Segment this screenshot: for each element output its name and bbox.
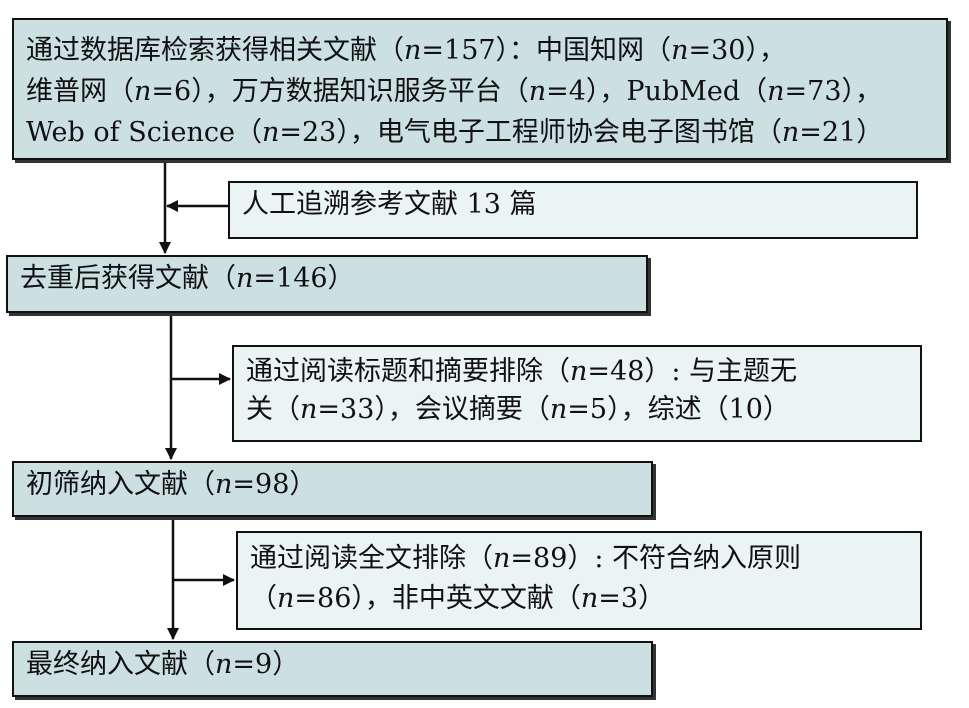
title-abstract-exclusion-box: 通过阅读标题和摘要排除（n=48）: 与主题无关（n=33），会议摘要（n=5）… <box>232 345 922 442</box>
variable-n: n <box>404 35 422 66</box>
text-segment: 初筛纳入文献（ <box>26 469 215 500</box>
text-segment: =23），电气电子工程师协会电子图书馆（ <box>279 117 782 148</box>
text-segment: =48）: 与主题无 <box>587 356 798 387</box>
text-segment: =33），会议摘要（ <box>317 394 550 425</box>
text-segment: 维普网（ <box>26 76 134 107</box>
box-text-line: 初筛纳入文献（n=98） <box>26 469 639 500</box>
box-text-line: 通过阅读标题和摘要排除（n=48）: 与主题无 <box>246 353 908 391</box>
deduplicated-box: 去重后获得文献（n=146） <box>6 255 648 313</box>
variable-n: n <box>236 263 254 294</box>
variable-n: n <box>261 117 280 148</box>
variable-n: n <box>215 649 233 680</box>
variable-n: n <box>215 469 233 500</box>
box-text-line: 最终纳入文献（n=9） <box>26 649 639 680</box>
text-segment: =5），综述（10） <box>567 394 790 425</box>
search-results-box: 通过数据库检索获得相关文献（n=157）：中国知网（n=30），维普网（n=6）… <box>12 18 948 160</box>
variable-n: n <box>134 76 152 107</box>
text-segment: =21） <box>799 117 884 148</box>
text-segment: （ <box>250 583 277 614</box>
final-included-box: 最终纳入文献（n=9） <box>12 641 653 697</box>
fulltext-exclusion-box: 通过阅读全文排除（n=89）: 不符合纳入原则（n=86），非中英文文献（n=3… <box>236 531 922 630</box>
variable-n: n <box>671 35 689 66</box>
text-segment: 最终纳入文献（ <box>26 649 215 680</box>
variable-n: n <box>528 76 547 107</box>
text-segment: =146） <box>253 263 355 294</box>
box-text-line: （n=86），非中英文文献（n=3） <box>250 579 908 619</box>
text-segment: =73）， <box>784 76 883 107</box>
text-segment: =89）: 不符合纳入原则 <box>510 543 802 574</box>
variable-n: n <box>549 394 568 425</box>
box-text-line: 通过阅读全文排除（n=89）: 不符合纳入原则 <box>250 539 908 579</box>
text-segment: 关（ <box>246 394 300 425</box>
box-text-line: 人工追溯参考文献 13 篇 <box>242 189 904 220</box>
text-segment: =98） <box>232 469 317 500</box>
box-text-line: 关（n=33），会议摘要（n=5），综述（10） <box>246 391 908 429</box>
manual-trace-box: 人工追溯参考文献 13 篇 <box>228 181 918 239</box>
text-segment: 去重后获得文献（ <box>20 263 236 294</box>
box-text-line: 通过数据库检索获得相关文献（n=157）：中国知网（n=30）， <box>26 30 934 71</box>
text-segment: 通过数据库检索获得相关文献（ <box>26 35 404 66</box>
text-segment: 通过阅读标题和摘要排除（ <box>246 356 570 387</box>
text-segment: =3） <box>598 583 666 614</box>
text-segment: =4），PubMed（ <box>546 76 768 107</box>
box-text-line: 去重后获得文献（n=146） <box>20 263 634 294</box>
variable-n: n <box>767 76 785 107</box>
box-text-line: Web of Science（n=23），电气电子工程师协会电子图书馆（n=21… <box>26 112 934 153</box>
variable-n: n <box>300 394 318 425</box>
initial-screening-box: 初筛纳入文献（n=98） <box>12 461 653 517</box>
text-segment: =30）， <box>688 35 786 66</box>
variable-n: n <box>570 356 588 387</box>
text-segment: =86），非中英文文献（ <box>294 583 581 614</box>
text-segment: =157）：中国知网（ <box>421 35 672 66</box>
text-segment: Web of Science（ <box>26 117 262 148</box>
text-segment: 通过阅读全文排除（ <box>250 543 493 574</box>
box-text-line: 维普网（n=6），万方数据知识服务平台（n=4），PubMed（n=73）， <box>26 71 934 112</box>
text-segment: 人工追溯参考文献 13 篇 <box>242 189 537 220</box>
text-segment: =9） <box>232 649 300 680</box>
variable-n: n <box>580 583 599 614</box>
variable-n: n <box>493 543 511 574</box>
variable-n: n <box>781 117 800 148</box>
variable-n: n <box>277 583 295 614</box>
text-segment: =6），万方数据知识服务平台（ <box>151 76 529 107</box>
